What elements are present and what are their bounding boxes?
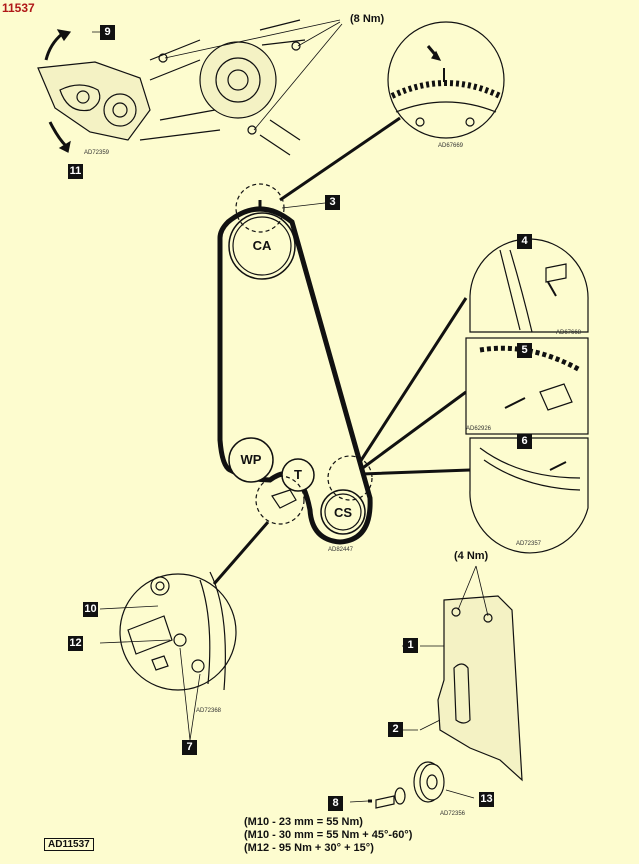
camshaft-mark-inset [387, 21, 505, 139]
timing-cover [349, 565, 523, 809]
callout-11: 11 [68, 164, 83, 179]
torque-cover-bolts: (4 Nm) [454, 550, 489, 562]
bolt-spec-line: (M10 - 30 mm = 55 Nm + 45°-60°) [244, 829, 413, 841]
callout-5: 5 [517, 343, 532, 358]
callout-8: 8 [328, 796, 343, 811]
callout-13: 13 [479, 792, 494, 807]
belt-layout [217, 183, 373, 545]
figure-code: AD67669 [438, 143, 464, 149]
callout-2: 2 [388, 722, 403, 737]
callout-4: 4 [517, 234, 532, 249]
tensioner-detail-view [37, 19, 343, 156]
tensioner-pulley-label: T [294, 467, 302, 482]
figure-code: AD72359 [84, 150, 110, 156]
callout-10: 10 [83, 602, 98, 617]
footer-code: AD11537 [44, 838, 94, 851]
crankshaft-pulley-label: CS [333, 505, 353, 520]
callout-12: 12 [68, 636, 83, 651]
figure-code: AD72368 [196, 708, 222, 714]
figure-code: AD67668 [556, 330, 582, 336]
callout-1: 1 [403, 638, 418, 653]
callout-3: 3 [325, 195, 340, 210]
camshaft-pulley-label: CA [252, 238, 272, 253]
tensioner-inset [99, 571, 237, 741]
document-number: 11537 [2, 1, 35, 15]
callout-6: 6 [517, 434, 532, 449]
figure-code: AD62926 [466, 426, 492, 432]
figure-code: AD72357 [516, 541, 542, 547]
water-pump-pulley-label: WP [240, 452, 262, 467]
figure-code: AD82447 [328, 547, 354, 553]
crank-mark-insets [358, 238, 589, 554]
torque-tensioner-bolts: (8 Nm) [350, 13, 385, 25]
figure-code: AD72356 [440, 811, 466, 817]
bolt-spec-line: (M12 - 95 Nm + 30° + 15°) [244, 842, 374, 854]
callout-9: 9 [100, 25, 115, 40]
bolt-spec-line: (M10 - 23 mm = 55 Nm) [244, 816, 363, 828]
callout-7: 7 [182, 740, 197, 755]
